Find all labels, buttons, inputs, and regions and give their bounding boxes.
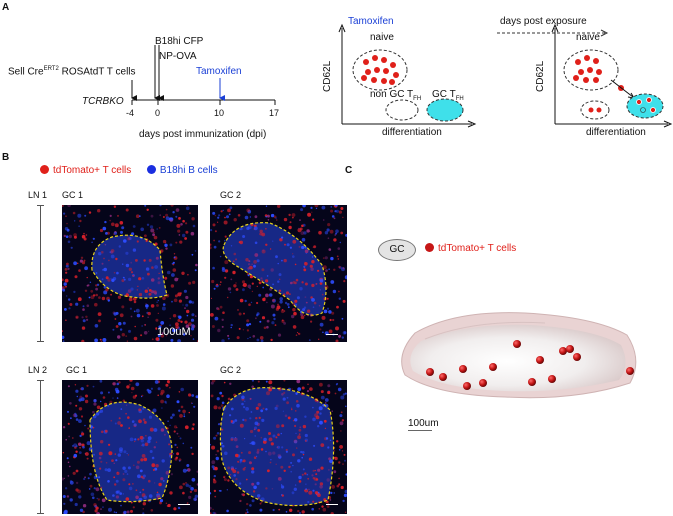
ln1-gc1-label: GC 1: [62, 190, 84, 200]
panel-c-scale-label: 100um: [408, 418, 439, 429]
tick-label-0: 0: [155, 108, 161, 118]
micrograph-ln2-gc2: [210, 380, 347, 514]
legend-red-dot: [425, 243, 434, 252]
panel-a-letter: A: [2, 2, 10, 13]
schema-left-naive-label: naive: [370, 32, 394, 43]
legend-red-dot: [40, 165, 49, 174]
scale-bar: [326, 334, 338, 335]
ln1-gc2-label: GC 2: [220, 190, 242, 200]
schema-right-plot: [551, 23, 673, 128]
tick-label-17: 17: [269, 108, 280, 118]
schema-right-xlabel: differentiation: [586, 127, 646, 138]
ln2-gc1-label: GC 1: [66, 365, 88, 375]
schema-left-xlabel: differentiation: [382, 127, 442, 138]
ln1-bracket: [37, 205, 44, 342]
tick-label-10: 10: [214, 108, 225, 118]
gc-tfh-label: GC TFH: [432, 89, 464, 102]
scale-bar: [178, 504, 190, 505]
panel-c-legend: tdTomato+ T cells: [425, 243, 516, 254]
panel-c-scale-bar: [408, 430, 432, 431]
immunization-label-2: NP-OVA: [159, 51, 197, 62]
micrograph-ln1-gc1: 100uM: [62, 205, 198, 342]
ln2-bracket: [37, 380, 44, 514]
mouse-line-label: Sell CreERT2 ROSAtdT T cells: [8, 66, 136, 78]
scale-label: 100uM: [157, 326, 191, 338]
tick-label-minus4: -4: [126, 108, 135, 118]
ln1-label: LN 1: [28, 190, 48, 200]
micrograph-ln2-gc1: [62, 380, 198, 514]
timeline-axis: [131, 45, 276, 105]
naive-cells-remaining: [573, 55, 602, 83]
panel-b-legend: tdTomato+ T cells B18hi B cells: [40, 165, 218, 176]
tamoxifen-timeline-label: Tamoxifen: [196, 66, 242, 77]
schema-right-naive-label: naive: [576, 32, 600, 43]
days-post-exposure-arrow: [497, 29, 609, 37]
immunization-label-1: B18hi CFP: [155, 36, 204, 47]
schema-left-plot: [338, 23, 477, 128]
naive-cells: [361, 55, 399, 85]
days-post-exposure-label: days post exposure: [500, 16, 587, 27]
scale-bar: [326, 504, 338, 505]
micrograph-ln1-gc2: [210, 205, 347, 342]
gc-3d-render: [401, 312, 637, 399]
legend-blue-dot: [146, 165, 156, 174]
recipient-label: TCRBKO: [82, 96, 124, 107]
ln2-label: LN 2: [28, 365, 48, 375]
tdtomato-cells-3d: [426, 340, 634, 390]
panel-c-letter: C: [345, 165, 353, 176]
timeline-xlabel: days post immunization (dpi): [139, 129, 267, 140]
non-gc-tfh-label: non GC TFH: [370, 89, 422, 102]
ln2-gc2-label: GC 2: [220, 365, 242, 375]
schema-tamoxifen-label: Tamoxifen: [348, 16, 394, 27]
panel-c-gc-badge: GC: [378, 239, 416, 261]
panel-b-letter: B: [2, 152, 10, 163]
